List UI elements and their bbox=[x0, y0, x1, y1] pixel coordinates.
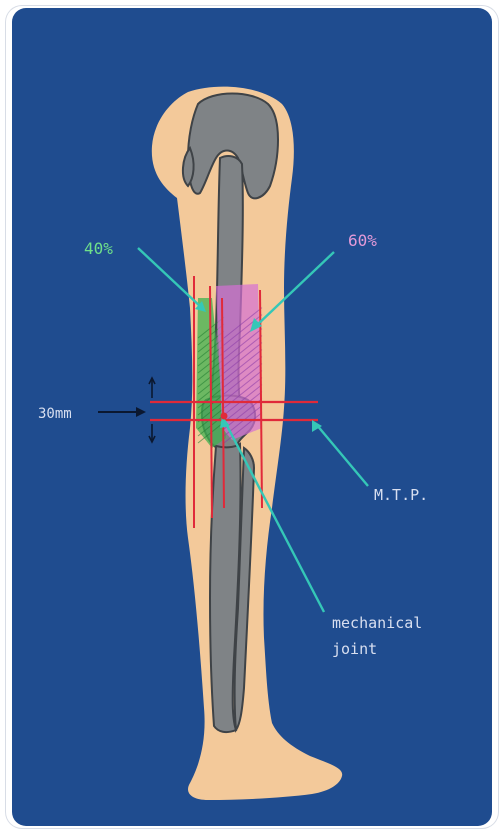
joint-center-dot bbox=[221, 413, 228, 420]
label-mechanical: mechanical bbox=[332, 614, 422, 632]
label-30mm: 30mm bbox=[38, 406, 72, 422]
label-60-percent: 60% bbox=[348, 231, 377, 250]
label-joint: joint bbox=[332, 640, 377, 658]
diagram-panel: 40% 60% 30mm M.T.P. mechanical joint bbox=[12, 8, 492, 826]
label-40-percent: 40% bbox=[84, 239, 113, 258]
leg-diagram: 40% 60% 30mm M.T.P. mechanical joint bbox=[12, 8, 492, 826]
label-mtp: M.T.P. bbox=[374, 486, 428, 504]
